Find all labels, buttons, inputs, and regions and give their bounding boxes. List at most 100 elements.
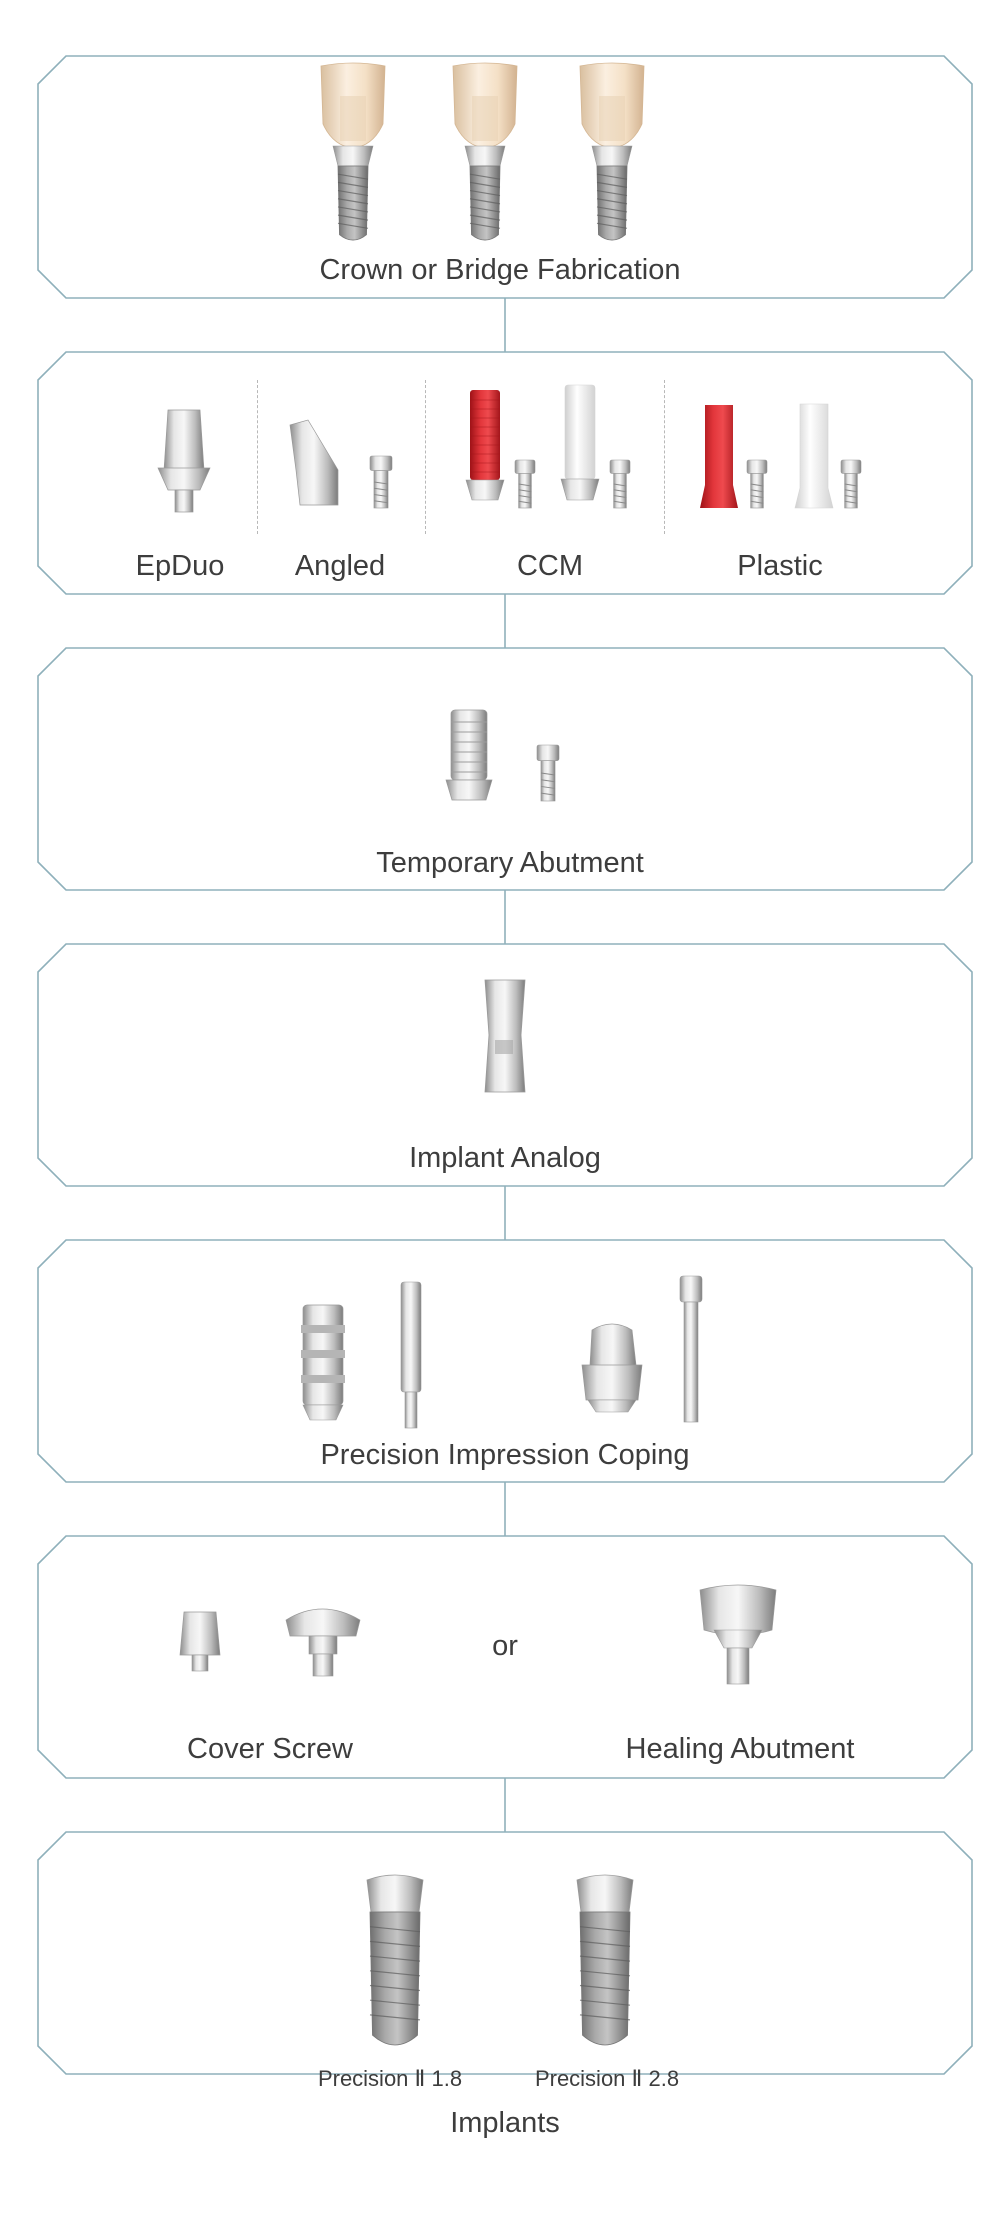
cover-screw [179,1611,221,1672]
thread [369,2014,421,2021]
screw-head [369,455,393,471]
implant-body-threads [579,1911,631,2046]
step-frame [37,1535,973,1779]
abutment-screw [746,459,768,509]
thread [337,206,369,213]
white-plastic [794,403,834,509]
thread [613,489,627,493]
thread [337,181,369,188]
metal-base [560,478,600,501]
guide-pin [400,1281,422,1429]
step-frame [37,943,973,1187]
thread [373,493,389,497]
thread [469,173,501,180]
label-angled: Angled [294,550,386,582]
thread [373,487,389,491]
screw-head [840,459,862,474]
screw-head [609,459,631,474]
thread [369,1970,421,1977]
thread [579,1955,631,1962]
thread [596,189,628,197]
thread [337,214,369,221]
crown-assembly [452,62,518,167]
implant-body [469,165,501,241]
plastic-white-sleeve [794,403,834,509]
label-plastic: Plastic [737,550,823,582]
label-ccm: CCM [516,550,584,582]
cover-screw-body [179,1611,221,1656]
metal-base [465,479,505,501]
temp-post [450,709,488,781]
implant-body-threads [369,1911,421,2046]
thread [540,785,556,789]
impression-coping-closed [581,1323,643,1413]
white-sleeve [564,384,596,480]
pin-shaft [400,1281,422,1393]
thread [369,1926,421,1933]
abutment-collar [464,145,506,167]
cover-screw-neck [308,1635,338,1655]
abutment-collar [591,145,633,167]
crown-implant [337,165,369,241]
temporary-abutment [445,709,493,801]
abutment-post [163,409,205,471]
thread [844,489,858,493]
abutment-connection [174,489,194,513]
implant-collar [366,1874,424,1913]
ccm-red-sleeve [465,390,505,501]
screw-shaft [683,1301,699,1423]
coping-top [589,1323,637,1369]
thread [844,495,858,499]
thread [518,489,532,493]
thread [369,1940,421,1947]
thread [369,1955,421,1962]
thread [613,500,627,504]
label-healing-abutment: Healing Abutment [625,1733,855,1765]
implant-body [337,165,369,241]
screw-head [536,744,560,761]
red-plastic [700,405,738,508]
thread [579,1970,631,1977]
thread [469,222,501,229]
thread [469,206,501,213]
thread [540,772,556,776]
thread [750,489,764,493]
thread [469,189,501,197]
analog-body [484,979,526,1093]
crown-core [472,96,498,141]
step-frame [37,351,973,595]
thread [579,1999,631,2006]
thread [540,779,556,783]
label-cover-screw: Cover Screw [187,1733,353,1765]
thread [337,198,369,205]
thread [337,189,369,197]
crown-assembly [320,62,386,167]
abutment-collar [157,467,211,491]
angled-abutment [289,419,339,506]
thread [469,214,501,221]
implant-precision-2-8 [576,1874,634,1913]
epduo-abutment [157,409,211,513]
thread [579,2014,631,2021]
impression-coping-open [301,1304,345,1421]
abutment-screw [536,744,560,802]
coping-groove [301,1325,345,1333]
step-title-implants: Implants [450,2107,560,2139]
step-title-impression-coping: Precision Impression Coping [320,1439,690,1471]
thread [518,495,532,499]
step-frame [37,1239,973,1483]
thread [596,206,628,213]
implant-collar [576,1874,634,1913]
abutment-screw [514,459,536,509]
step-title-crown-bridge: Crown or Bridge Fabrication [319,254,681,286]
healing-abutment [699,1584,777,1685]
crown-implant [596,165,628,241]
implant-analog [484,979,526,1093]
thread [579,1940,631,1947]
ccm-white-sleeve [560,384,600,501]
healing-cap [699,1584,777,1636]
crown-core [599,96,625,141]
implant-body [596,165,628,241]
angled-post [289,419,339,506]
cover-screw-thread [312,1653,334,1677]
